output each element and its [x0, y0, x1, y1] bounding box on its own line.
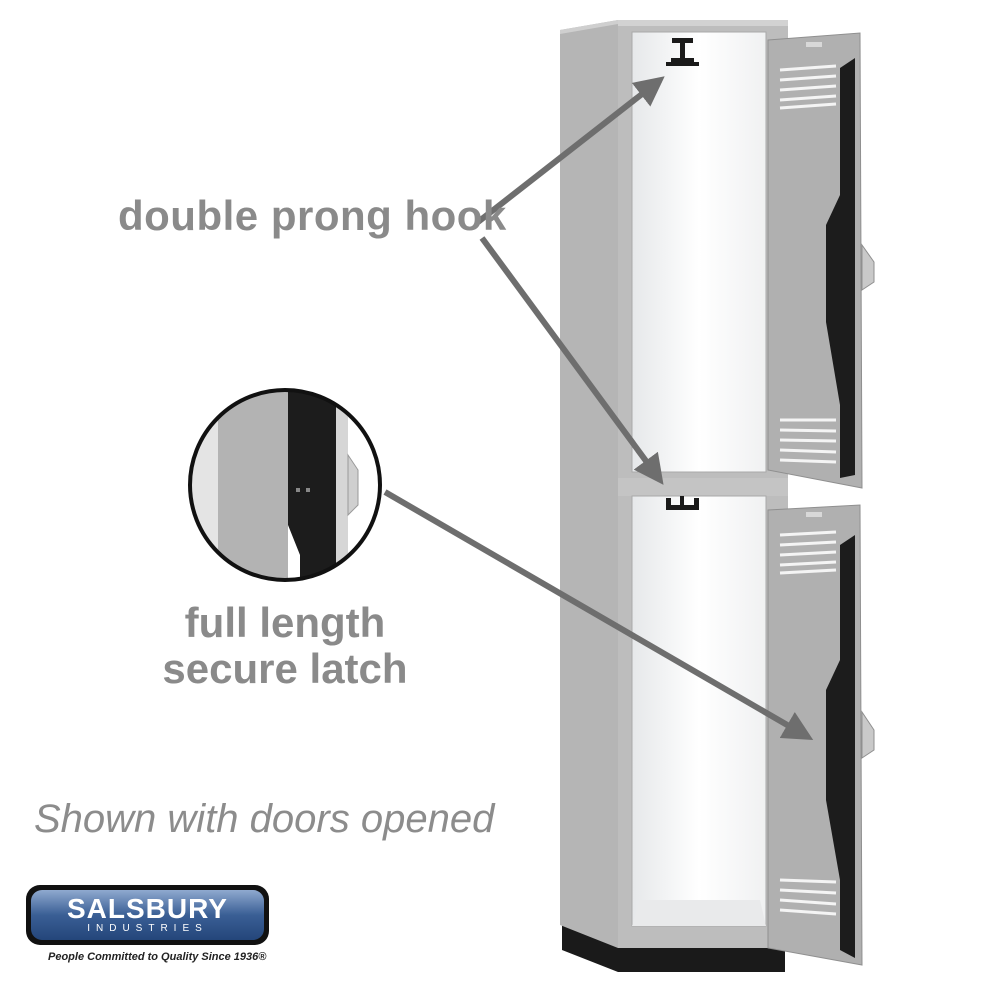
secure-latch-label: full length secure latch — [150, 600, 420, 692]
locker-side-panel — [560, 20, 618, 948]
callout-arrows — [383, 76, 814, 741]
brand-logo: SALSBURY INDUSTRIES — [26, 885, 269, 945]
upper-door-latch — [826, 58, 855, 478]
lower-door-latch — [826, 535, 855, 958]
latch-label-line-2: secure latch — [162, 645, 408, 692]
upper-compartment — [631, 31, 767, 473]
upper-door-vents — [779, 64, 837, 464]
double-prong-hook-label: double prong hook — [118, 192, 507, 239]
latch-label-line-1: full length — [184, 599, 386, 646]
brand-name: SALSBURY — [67, 893, 228, 924]
latch-detail-circle — [188, 388, 382, 582]
arrow-to-latch — [383, 489, 814, 741]
locker-base — [562, 925, 785, 972]
arrow-to-lower-hook — [479, 236, 664, 485]
lower-door — [767, 504, 875, 966]
salsbury-logo — [26, 885, 269, 945]
lower-door-vents — [779, 530, 837, 916]
brand-subtitle: INDUSTRIES — [87, 923, 208, 934]
double-prong-hook-icon — [666, 38, 699, 66]
upper-door — [767, 32, 875, 489]
lower-compartment — [631, 495, 767, 927]
lower-hook-icon — [666, 496, 699, 510]
brand-tagline: People Committed to Quality Since 1936® — [48, 951, 267, 963]
upper-door-handle — [861, 243, 875, 291]
arrow-to-upper-hook — [476, 76, 665, 225]
doors-opened-caption: Shown with doors opened — [34, 797, 495, 841]
lower-door-handle — [861, 710, 875, 759]
